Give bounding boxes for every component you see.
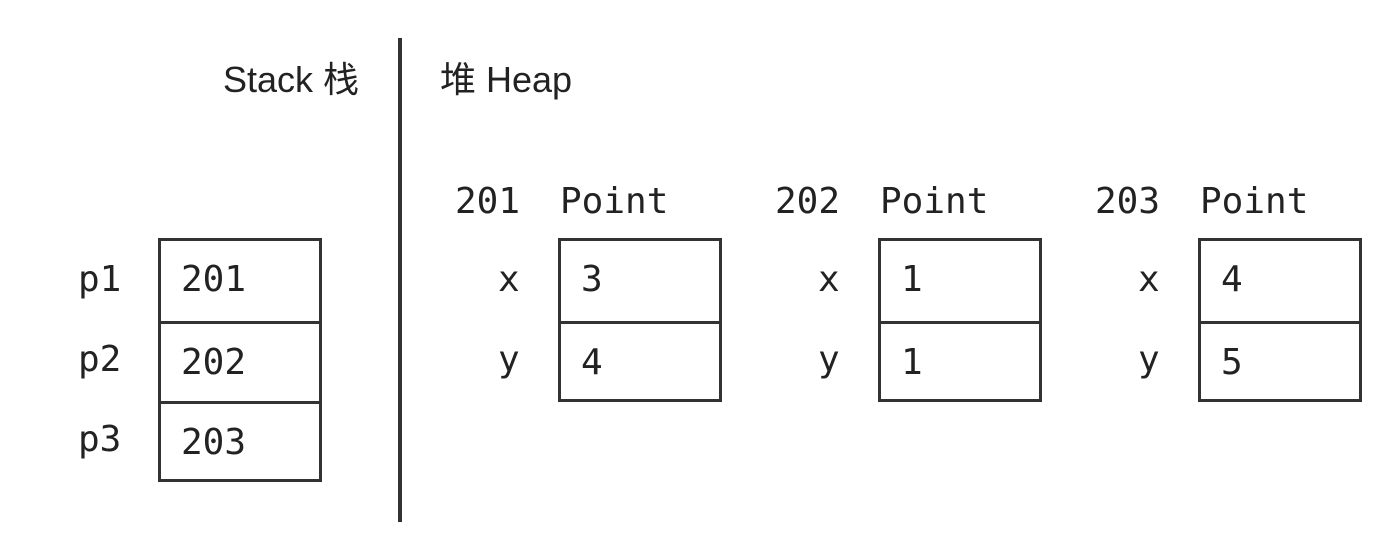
heap-field-value-y: 4: [561, 321, 719, 401]
heap-object-type: Point: [560, 181, 669, 222]
heap-field-value-y: 5: [1201, 321, 1359, 401]
heap-object-type: Point: [880, 181, 989, 222]
heap-object-box: 3 4: [558, 238, 722, 402]
heap-field-label-y: y: [818, 339, 840, 380]
heap-field-value-x: 4: [1221, 259, 1243, 300]
heap-field-label-x: x: [1138, 259, 1160, 300]
heap-title: 堆 Heap: [440, 59, 573, 100]
stack-var-label-p1: p1: [78, 259, 122, 300]
heap-field-value-x: 3: [581, 259, 603, 300]
heap-field-value-y: 1: [881, 321, 1039, 401]
heap-field-label-y: y: [498, 339, 520, 380]
heap-object-address: 201: [455, 181, 521, 222]
heap-field-label-x: x: [498, 259, 520, 300]
stack-var-label-p3: p3: [78, 419, 122, 460]
stack-frame: 201 202 203: [158, 238, 322, 482]
stack-cell-p1: 201: [181, 259, 247, 300]
heap-object-address: 203: [1095, 181, 1161, 222]
heap-object-box: 4 5: [1198, 238, 1362, 402]
stack-cell-p2: 202: [161, 321, 319, 401]
stack-var-label-p2: p2: [78, 339, 122, 380]
heap-object-box: 1 1: [878, 238, 1042, 402]
stack-title: Stack 栈: [222, 59, 359, 100]
heap-object-type: Point: [1200, 181, 1309, 222]
stack-cell-p3: 203: [161, 401, 319, 481]
heap-field-label-y: y: [1138, 339, 1160, 380]
heap-field-label-x: x: [818, 259, 840, 300]
stack-heap-divider: [398, 38, 402, 522]
heap-field-value-x: 1: [901, 259, 923, 300]
heap-object-address: 202: [775, 181, 841, 222]
